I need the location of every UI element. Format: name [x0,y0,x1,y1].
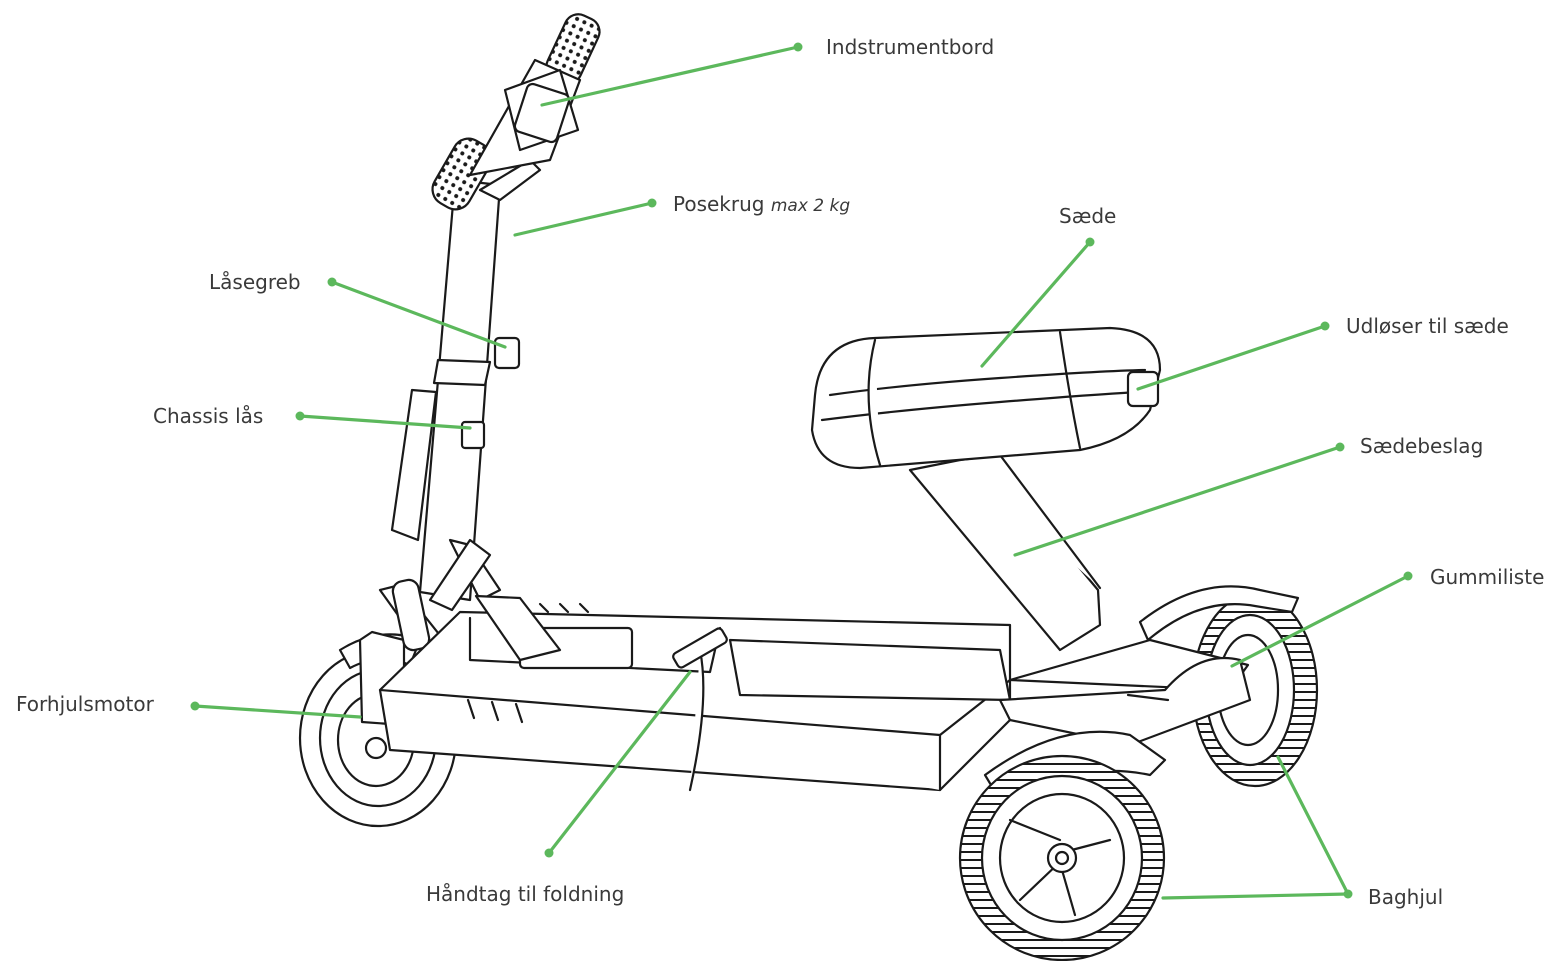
chassis-deck [378,538,1012,792]
dot-posekrug [647,198,657,208]
label-saede: Sæde [1059,204,1117,228]
label-chassis: Chassis lås [153,404,264,428]
label-posekrug-note: max 2 kg [770,196,851,216]
label-laasegreb: Låsegreb [209,270,301,294]
leader-chassis [298,414,472,430]
label-indstrumentbord: Indstrumentbord [826,35,995,59]
leader-gummiliste [1230,574,1410,668]
leader-baghjul-a [1161,892,1350,900]
dot-saedebeslag [1335,442,1345,452]
label-haandtag: Håndtag til foldning [426,882,625,906]
dot-haandtag [544,848,554,858]
leader-indstrumentbord [540,45,800,107]
dot-gummiliste [1403,571,1413,581]
label-baghjul: Baghjul [1368,885,1444,909]
steering-column [378,158,542,662]
leader-udloeser [1136,324,1327,391]
dot-forhjulsmotor [190,701,200,711]
label-saedebeslag: Sædebeslag [1360,434,1484,458]
leader-baghjul-b [1276,755,1350,896]
leader-posekrug [513,201,654,237]
dot-saede [1085,237,1095,247]
dot-baghjul [1343,889,1353,899]
rear-wheel-front [958,730,1167,961]
leader-saede [980,240,1092,368]
handlebar [431,13,601,211]
dot-laasegreb [327,277,337,287]
leader-saedebeslag [1013,445,1342,557]
leader-haandtag [547,670,692,855]
seat [810,326,1162,470]
dot-indstrumentbord [793,42,803,52]
leader-forhjulsmotor [193,704,362,719]
label-udloeser: Udløser til sæde [1346,314,1509,338]
callout-dots [190,42,1413,899]
dot-chassis [295,411,305,421]
callout-lines [193,45,1410,900]
seat-support [908,453,1252,747]
label-posekrug: Posekrug max 2 kg [673,192,850,218]
label-gummiliste: Gummiliste [1430,565,1545,589]
label-posekrug-text: Posekrug [673,192,765,216]
leader-laasegreb [330,280,507,349]
dot-udloeser [1320,321,1330,331]
label-forhjulsmotor: Forhjulsmotor [16,692,154,716]
